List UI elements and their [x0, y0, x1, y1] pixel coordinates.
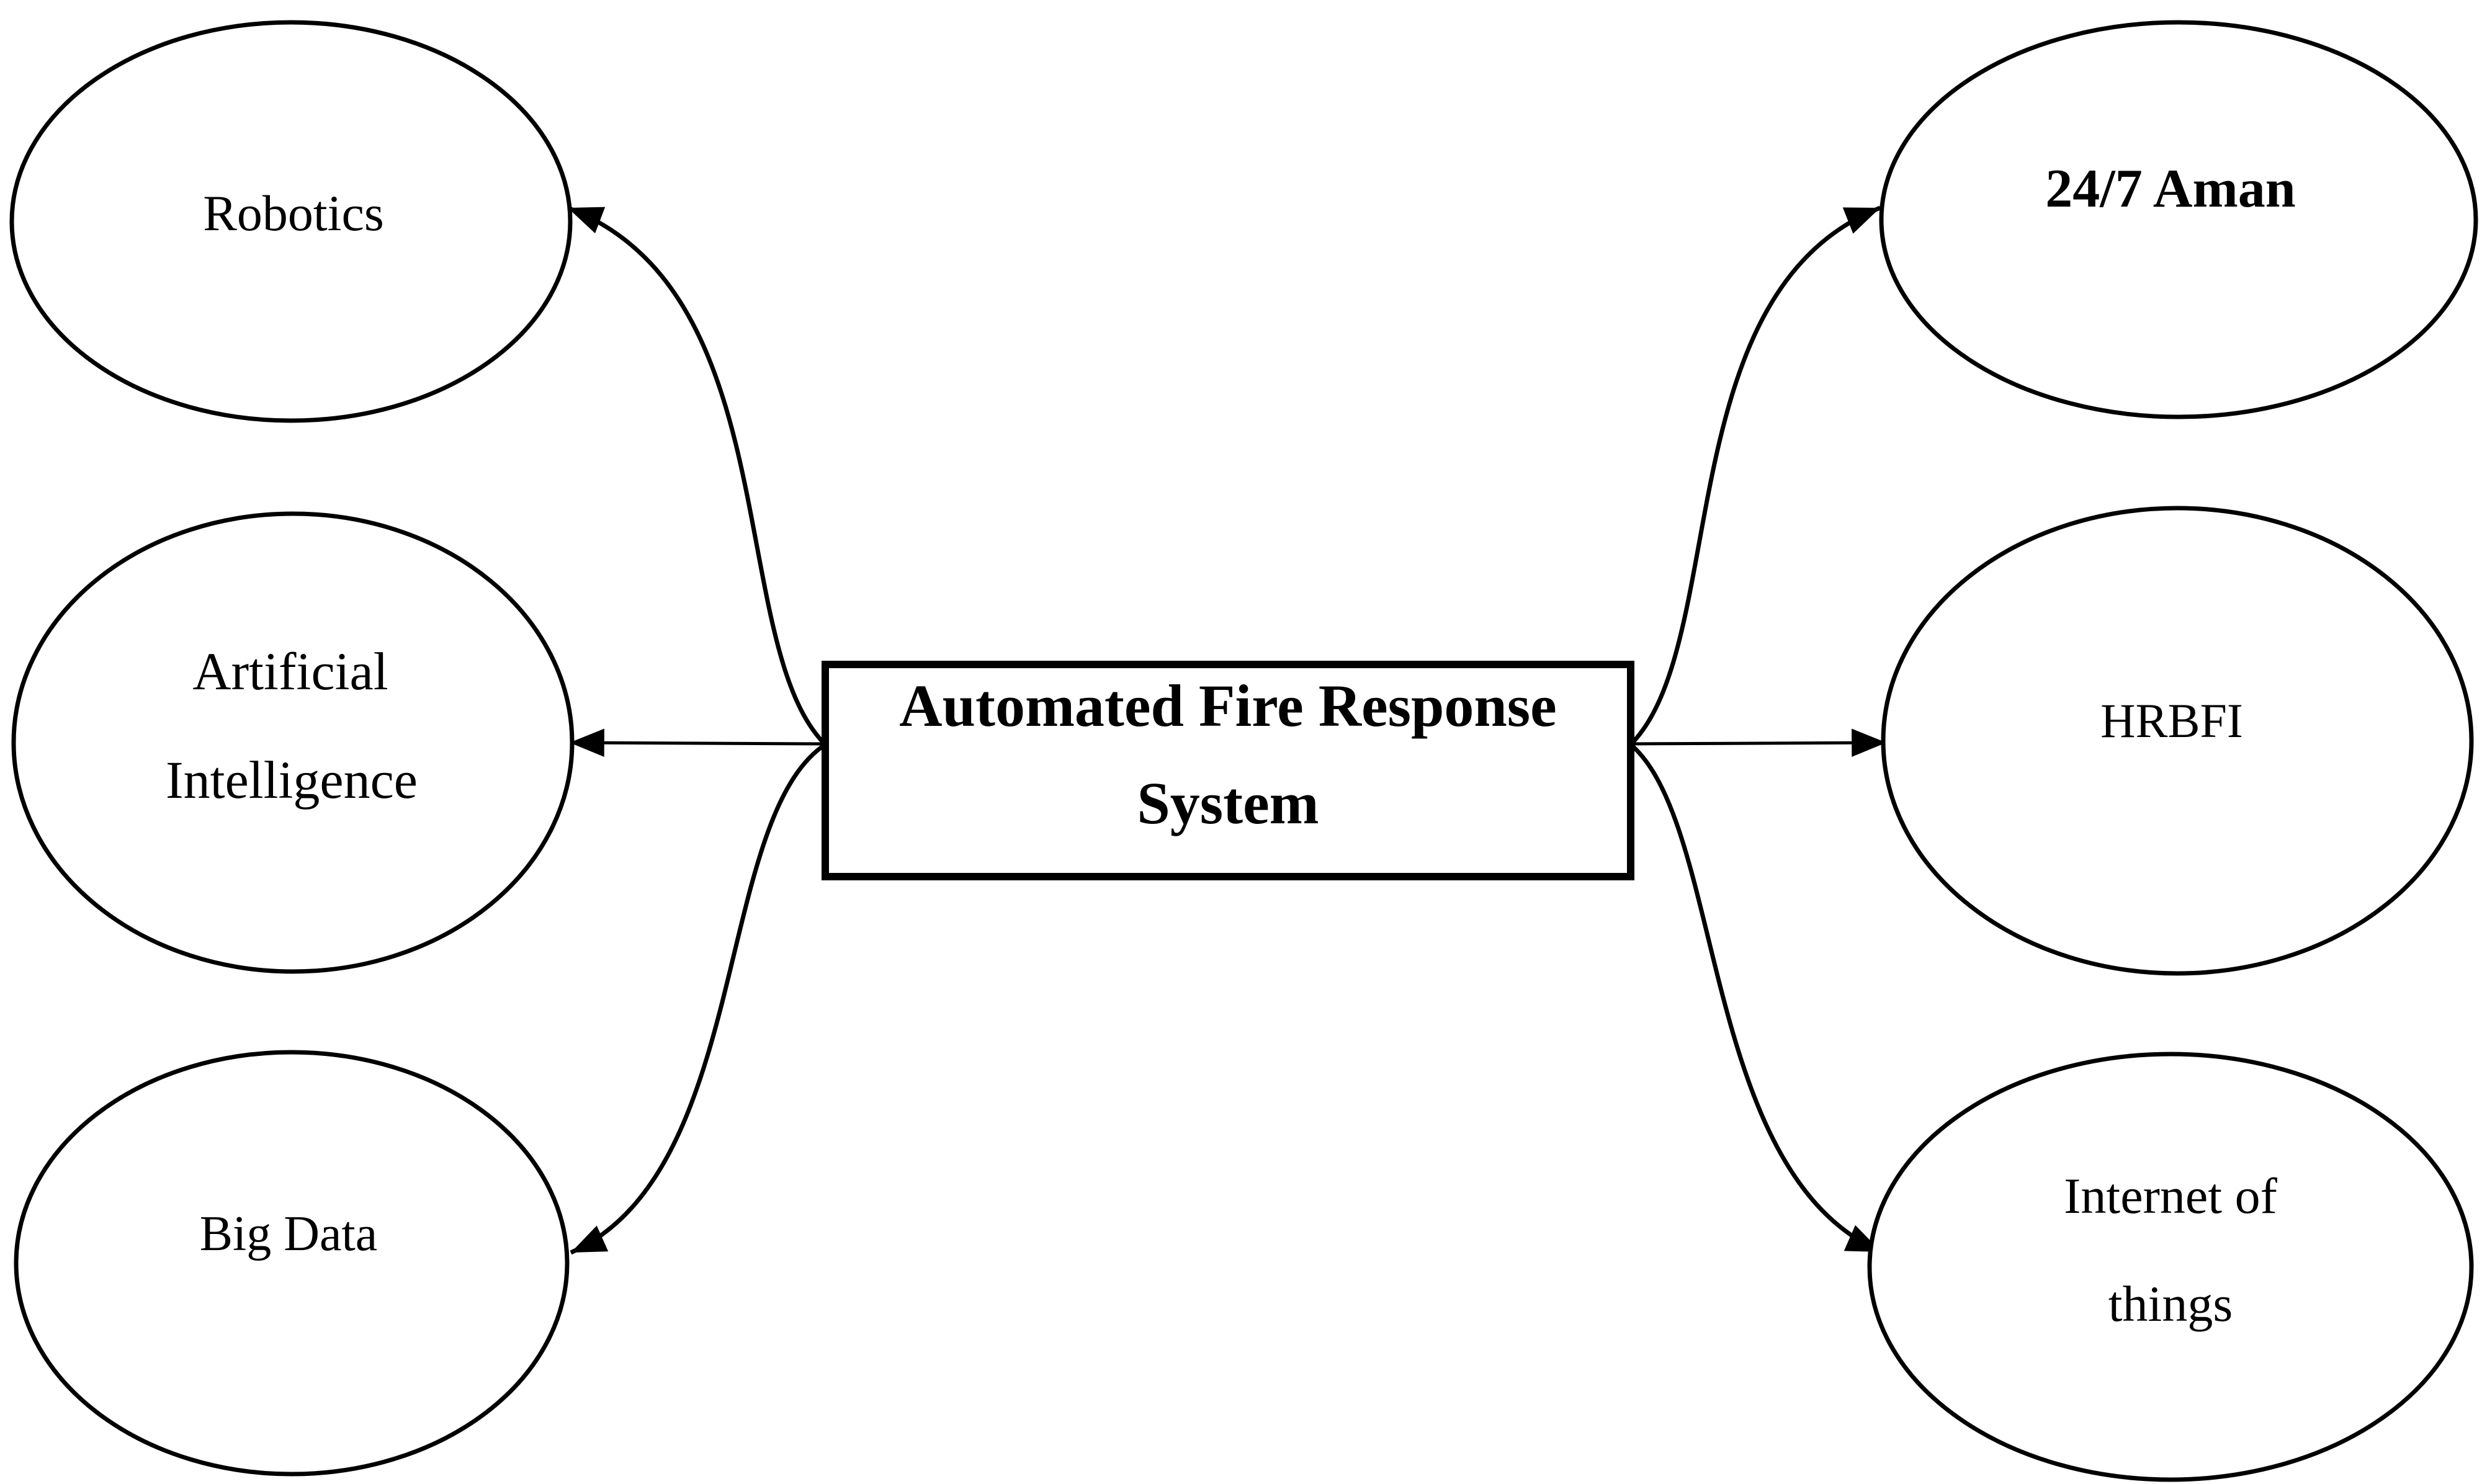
hrbfi-ellipse: [1881, 506, 2474, 976]
node-center-box: Automated Fire Response System: [822, 661, 1634, 880]
node-robotics: Robotics: [9, 20, 573, 423]
center-box-title-line2: System: [1137, 770, 1319, 836]
arrow-center-to-big-data: [570, 743, 827, 1255]
node-big-data: Big Data: [14, 1050, 570, 1477]
internet-of-things-label-line2: things: [2108, 1276, 2233, 1332]
artificial-intelligence-label-line1: Artificial: [192, 641, 388, 701]
internet-of-things-label-line1: Internet of: [2064, 1168, 2277, 1224]
node-internet-of-things: Internet of things: [1867, 1052, 2474, 1482]
arrow-center-to-internet-of-things: [1629, 743, 1883, 1254]
artificial-intelligence-ellipse: [11, 511, 575, 974]
node-artificial-intelligence: Artificial Intelligence: [11, 511, 575, 974]
aman-ellipse: [1879, 20, 2478, 419]
arrow-center-to-hrbfi: [1630, 728, 1887, 758]
center-box-rect: [822, 661, 1634, 880]
robotics-ellipse: [9, 20, 573, 423]
arrow-center-to-robotics: [567, 205, 827, 746]
big-data-label: Big Data: [200, 1207, 378, 1261]
aman-label: 24/7 Aman: [2045, 159, 2295, 219]
edges: [567, 205, 1887, 1255]
arrow-center-to-aman: [1629, 205, 1881, 746]
big-data-ellipse: [14, 1050, 570, 1477]
center-box-title-line1: Automated Fire Response: [899, 673, 1556, 739]
node-aman: 24/7 Aman: [1879, 20, 2478, 419]
artificial-intelligence-label-line2: Intelligence: [166, 750, 418, 810]
robotics-label: Robotics: [203, 185, 384, 241]
node-hrbfi: HRBFI: [1881, 506, 2474, 976]
hrbfi-label: HRBFI: [2100, 694, 2243, 748]
arrow-center-to-artificial-intelligence: [569, 728, 826, 758]
internet-of-things-ellipse: [1867, 1052, 2474, 1482]
